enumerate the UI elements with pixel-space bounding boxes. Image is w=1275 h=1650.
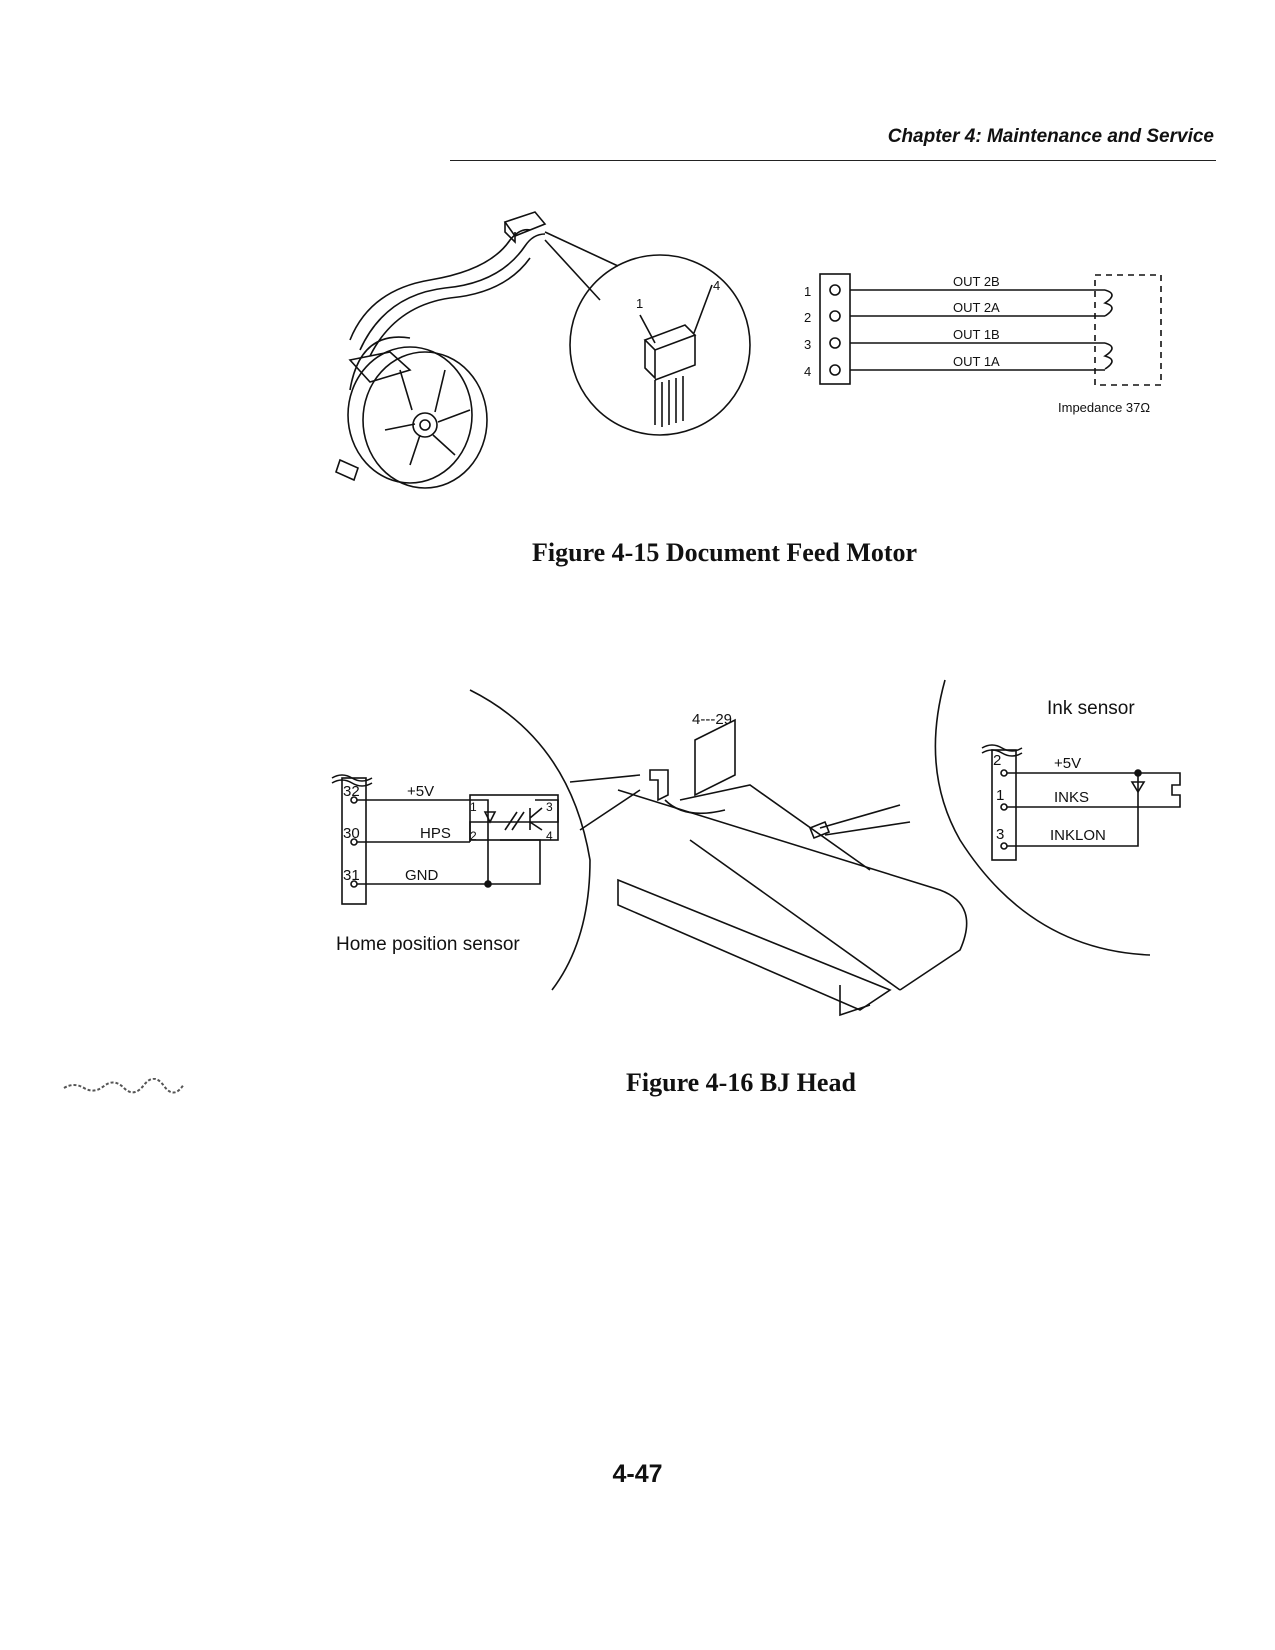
device-pin-label: 2 bbox=[470, 829, 477, 843]
motor-connector-block bbox=[819, 273, 851, 385]
ink-signal-label: INKLON bbox=[1050, 827, 1106, 844]
ink-sensor-label: Ink sensor bbox=[1047, 698, 1135, 719]
ink-pin-label: 3 bbox=[996, 826, 1004, 843]
signal-label: OUT 1A bbox=[953, 354, 1000, 369]
motor-pin-label: 1 bbox=[804, 284, 811, 299]
page-number: 4-47 bbox=[612, 1460, 663, 1488]
home-connector-block bbox=[341, 777, 367, 905]
ink-connector-block bbox=[991, 749, 1017, 861]
motor-drawing bbox=[335, 211, 619, 489]
callout-pin-4: 4 bbox=[713, 278, 720, 293]
motor-pin-label: 2 bbox=[804, 310, 811, 325]
ref-label: 4---29 bbox=[692, 711, 732, 728]
ink-signal-label: INKS bbox=[1054, 789, 1089, 806]
pin-2-dot bbox=[829, 310, 841, 322]
motor-pin-label: 4 bbox=[804, 364, 811, 379]
signal-label: OUT 2B bbox=[953, 274, 1000, 289]
callout-pin-1: 1 bbox=[636, 296, 643, 311]
connector-zoom-circle bbox=[569, 254, 751, 436]
scan-smudge bbox=[63, 1078, 185, 1094]
signal-label: OUT 2A bbox=[953, 300, 1000, 315]
photo-interrupter-box bbox=[469, 794, 559, 841]
ink-pin-label: 1 bbox=[996, 787, 1004, 804]
figure-4-15-caption: Figure 4-15 Document Feed Motor bbox=[532, 538, 918, 567]
device-pin-label: 1 bbox=[470, 800, 477, 814]
device-pin-label: 4 bbox=[546, 829, 553, 843]
ink-sensor-zoom-arc bbox=[934, 679, 1151, 956]
figure-4-15-diagram: 1 4 1 2 3 4 OUT 2B OUT 2A OUT 1B OUT 1A … bbox=[335, 211, 1162, 489]
device-pin-label: 3 bbox=[546, 800, 553, 814]
home-sensor-zoom-arc bbox=[469, 689, 591, 991]
coil-b bbox=[1103, 342, 1113, 370]
signal-label: OUT 1B bbox=[953, 327, 1000, 342]
bj-head-drawing bbox=[569, 718, 968, 1017]
home-sensor-label: Home position sensor bbox=[336, 934, 520, 955]
motor-pin-label: 3 bbox=[804, 337, 811, 352]
coil-a bbox=[1103, 289, 1113, 317]
pin-1-dot bbox=[829, 284, 841, 296]
home-signal-label: HPS bbox=[420, 825, 451, 842]
chapter-title: Chapter 4: Maintenance and Service bbox=[887, 126, 1214, 147]
ink-signal-label: +5V bbox=[1054, 755, 1081, 772]
figure-4-16-caption: Figure 4-16 BJ Head bbox=[626, 1068, 856, 1097]
pin-4-dot bbox=[829, 364, 841, 376]
chapter-header: Chapter 4: Maintenance and Service bbox=[450, 120, 1216, 161]
ink-pin-label: 2 bbox=[993, 752, 1001, 769]
pin-3-dot bbox=[829, 337, 841, 349]
home-pin-label: 31 bbox=[343, 867, 360, 884]
home-signal-label: GND bbox=[405, 867, 439, 884]
home-signal-label: +5V bbox=[407, 783, 434, 800]
home-pin-label: 32 bbox=[343, 783, 360, 800]
coil-dashed-box bbox=[1094, 274, 1162, 386]
figure-4-16-diagram: 4---29 32 30 31 +5V HPS GND 1 2 3 4 Home… bbox=[331, 679, 1181, 1017]
impedance-label: Impedance 37Ω bbox=[1058, 400, 1150, 415]
home-pin-label: 30 bbox=[343, 825, 360, 842]
